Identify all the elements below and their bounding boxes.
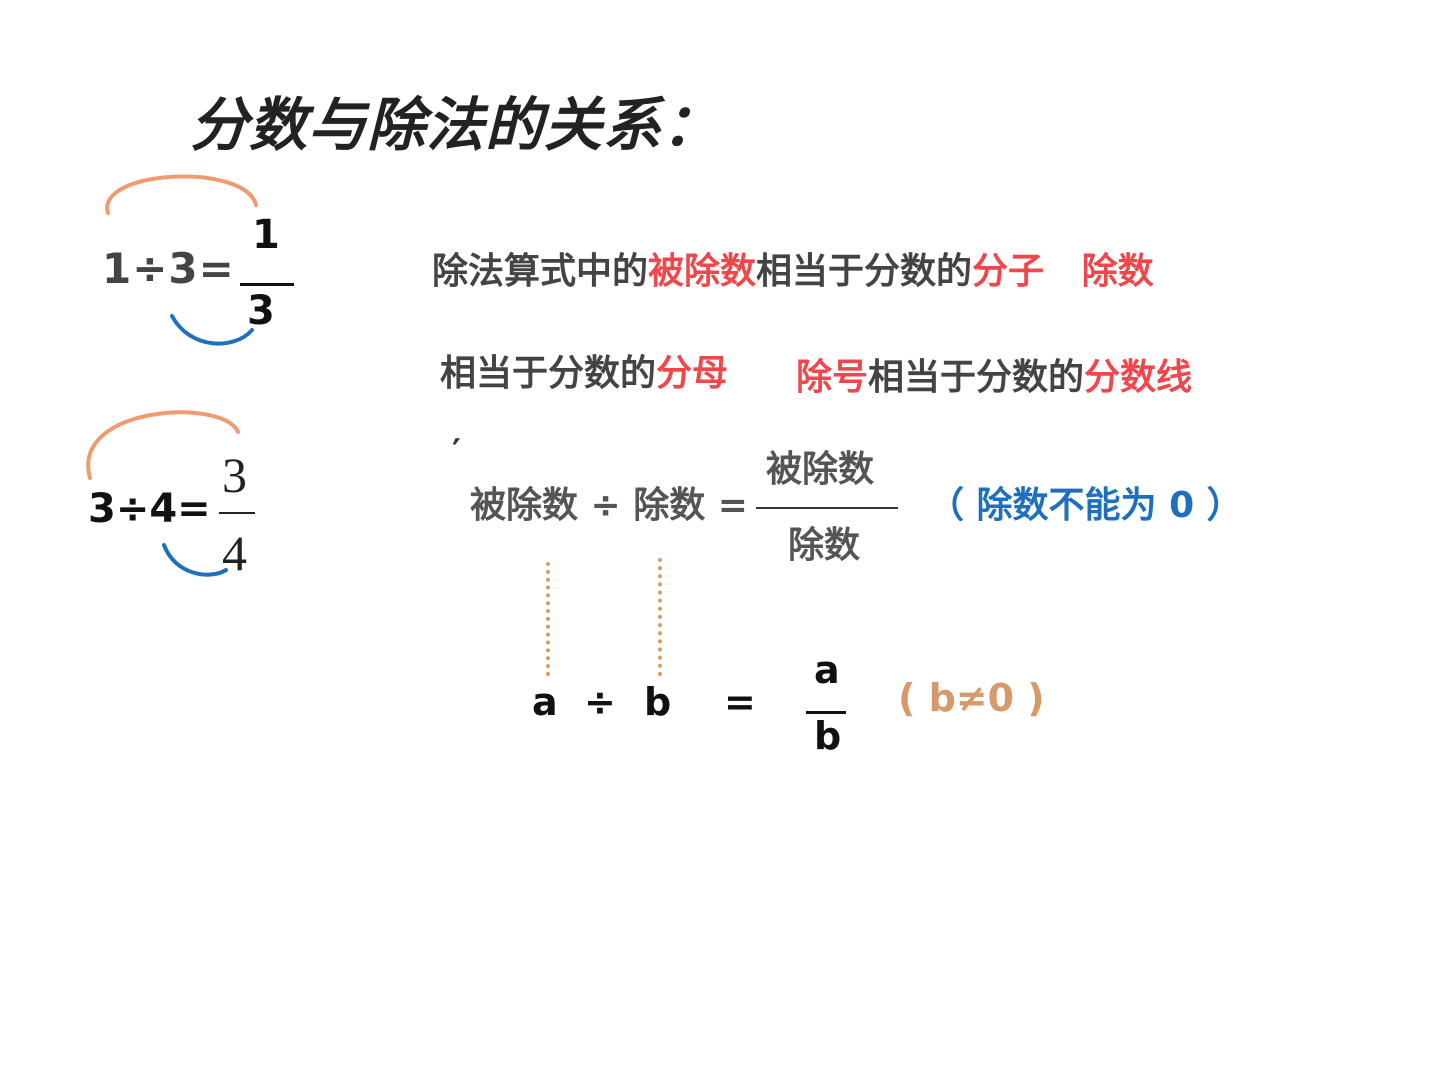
rule-highlight: 被除数 bbox=[648, 251, 757, 292]
example1-denominator: 3 bbox=[247, 288, 275, 334]
rule-line-1: 除法算式中的被除数相当于分数的分子 除数 bbox=[432, 242, 1154, 294]
example2-denominator: 4 bbox=[222, 525, 247, 581]
divisor-nonzero-note: （ 除数不能为 0 ） bbox=[928, 485, 1243, 526]
letter-divide-sign: ÷ bbox=[584, 680, 616, 724]
letter-equals-sign: = bbox=[724, 680, 756, 724]
letter-fraction-bar bbox=[806, 711, 846, 714]
example2-numerator: 3 bbox=[222, 447, 247, 503]
rule-highlight: 除号 bbox=[796, 357, 869, 398]
page-title: 分数与除法的关系： bbox=[190, 91, 722, 159]
rule-text: 相当于分数的 bbox=[868, 357, 1085, 398]
arc-top-1 bbox=[105, 174, 258, 215]
rule-highlight: 分数线 bbox=[1084, 357, 1193, 398]
rule-line-2a: 相当于分数的分母 bbox=[440, 344, 728, 396]
letter-fraction-numerator: a bbox=[814, 648, 840, 692]
arc-bottom-2 bbox=[162, 543, 228, 577]
example1-expression: 1÷3= bbox=[102, 244, 235, 293]
rule-text: 相当于分数的 bbox=[756, 251, 973, 292]
letter-b: b bbox=[644, 680, 672, 724]
rule-highlight: 除数 bbox=[1081, 251, 1154, 292]
example2-expression: 3÷4= bbox=[88, 486, 211, 532]
tick-mark: ′ bbox=[452, 432, 461, 472]
letter-a: a bbox=[532, 680, 558, 724]
example1-fraction-bar bbox=[240, 283, 294, 286]
rule-spacer bbox=[1044, 251, 1082, 292]
arc-bottom-1 bbox=[170, 314, 254, 346]
word-formula-fraction-bar bbox=[756, 507, 898, 509]
rule-text: 相当于分数的 bbox=[440, 353, 657, 394]
rule-line-2b: 除号相当于分数的分数线 bbox=[796, 348, 1192, 400]
rule-text: 除法算式中的 bbox=[432, 251, 649, 292]
letter-fraction-denominator: b bbox=[814, 714, 842, 758]
b-nonzero-condition: ( b≠0 ) bbox=[898, 676, 1045, 720]
example1-numerator: 1 bbox=[252, 212, 280, 258]
dotted-connector-a bbox=[546, 562, 550, 676]
word-formula-lhs: 被除数 ÷ 除数 = bbox=[470, 485, 748, 526]
word-formula-numerator: 被除数 bbox=[766, 449, 875, 490]
rule-highlight: 分母 bbox=[656, 353, 729, 394]
arc-top-2 bbox=[86, 410, 240, 480]
rule-highlight: 分子 bbox=[972, 251, 1045, 292]
example2-fraction-bar bbox=[219, 512, 255, 514]
word-formula-denominator: 除数 bbox=[788, 525, 861, 566]
dotted-connector-b bbox=[658, 558, 662, 676]
